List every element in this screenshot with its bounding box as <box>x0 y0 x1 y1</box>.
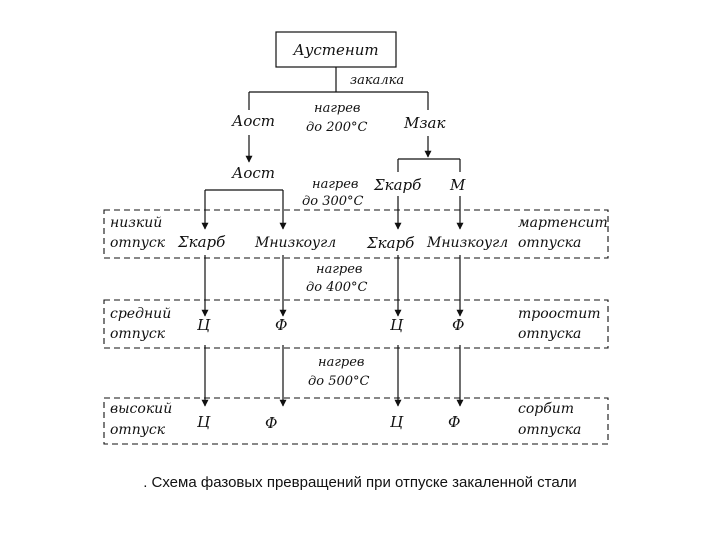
high-temper-label-1: высокий <box>110 401 172 417</box>
figure-caption: . Схема фазовых превращений при отпуске … <box>143 474 577 491</box>
low-temper-label-1: низкий <box>110 215 162 231</box>
medium-temper-label-1: средний <box>110 306 171 322</box>
heat-400-line2: до 400°С <box>306 280 368 295</box>
heat-500-line2: до 500°С <box>308 374 370 389</box>
high-result-2: отпуска <box>518 422 581 438</box>
heat-300-line1: нагрев <box>312 177 358 192</box>
austenite-label: Аустенит <box>292 41 378 59</box>
a-ost-label-1: Аост <box>231 112 275 130</box>
high-item-2: Ф <box>265 414 277 432</box>
medium-item-1: Ц <box>197 316 211 334</box>
medium-item-3: Ц <box>390 316 404 334</box>
low-item-2: Мнизкоугл <box>254 235 336 251</box>
high-temper-box <box>103 397 609 445</box>
heat-200-line2: до 200°С <box>306 120 368 135</box>
heat-400-line1: нагрев <box>316 262 362 277</box>
medium-result-2: отпуска <box>518 326 581 342</box>
low-item-1: Σкарб <box>177 233 226 251</box>
medium-result-1: троостит <box>518 306 601 322</box>
low-result-1: мартенсит <box>518 215 608 231</box>
m-zak-label: Мзак <box>403 114 445 132</box>
medium-temper-box <box>103 299 609 349</box>
low-item-4: Мнизкоугл <box>426 235 508 251</box>
heat-200-line1: нагрев <box>314 101 360 116</box>
medium-item-2: Ф <box>275 316 287 334</box>
heat-500-line1: нагрев <box>318 355 364 370</box>
high-result-1: сорбит <box>518 401 574 417</box>
low-temper-box <box>103 209 609 259</box>
a-ost-label-2: Аост <box>231 164 275 182</box>
medium-temper-label-2: отпуск <box>110 326 166 342</box>
high-item-3: Ц <box>390 413 404 431</box>
m-top-label: М <box>449 176 466 194</box>
high-item-4: Ф <box>448 413 460 431</box>
sigma-karb-top: Σкарб <box>373 176 422 194</box>
quench-label: закалка <box>350 73 404 88</box>
low-item-3: Σкарб <box>366 234 415 252</box>
high-temper-label-2: отпуск <box>110 422 166 438</box>
heat-300-line2: до 300°С <box>302 194 364 209</box>
low-result-2: отпуска <box>518 235 581 251</box>
low-temper-label-2: отпуск <box>110 235 166 251</box>
austenite-box <box>275 31 397 68</box>
medium-item-4: Ф <box>452 316 464 334</box>
high-item-1: Ц <box>197 413 211 431</box>
